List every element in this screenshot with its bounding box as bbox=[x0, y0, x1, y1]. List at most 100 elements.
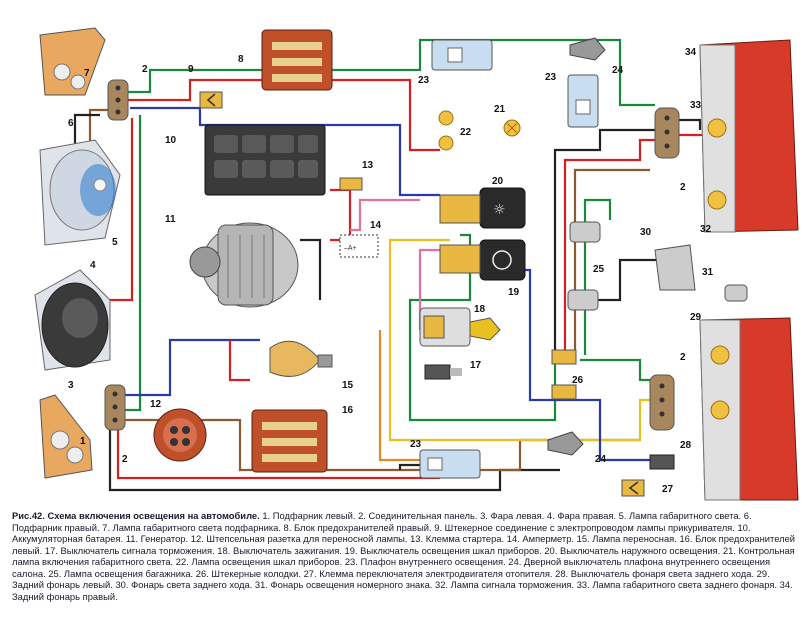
label-21: 21 bbox=[494, 104, 506, 115]
dome-light-top bbox=[431, 39, 493, 71]
portable-lamp bbox=[269, 340, 333, 377]
label-31: 31 bbox=[702, 267, 714, 278]
label-2b: 2 bbox=[122, 454, 128, 465]
label-15: 15 bbox=[342, 380, 354, 391]
label-16: 16 bbox=[342, 405, 354, 416]
instrument-light-switch bbox=[439, 239, 526, 281]
door-switch-bottom bbox=[547, 431, 584, 456]
label-23b: 23 bbox=[545, 72, 557, 83]
dome-light-mid bbox=[567, 74, 599, 128]
wire-green-center bbox=[408, 233, 557, 422]
wire-pink-top bbox=[350, 198, 420, 232]
label-8: 8 bbox=[238, 54, 244, 65]
label-10: 10 bbox=[165, 135, 177, 146]
wire-bottom-lamp23 bbox=[398, 463, 420, 470]
label-14: 14 bbox=[370, 220, 382, 231]
wire-red-bottom bbox=[116, 425, 440, 480]
label-26: 26 bbox=[572, 375, 584, 386]
connection-panel-front-top bbox=[107, 79, 129, 121]
heater-switch-terminal bbox=[621, 479, 645, 497]
label-23a: 23 bbox=[418, 75, 430, 86]
fuse-block-right bbox=[261, 29, 333, 91]
door-switch-top bbox=[569, 37, 606, 61]
label-30: 30 bbox=[640, 227, 652, 238]
wire-green-left bbox=[110, 115, 142, 412]
label-3: 3 bbox=[68, 380, 74, 391]
reversing-light-switch bbox=[649, 454, 675, 470]
label-22: 22 bbox=[460, 127, 472, 138]
label-25: 25 bbox=[593, 264, 605, 275]
label-9: 9 bbox=[188, 64, 194, 75]
label-4: 4 bbox=[90, 260, 96, 271]
license-plate-lamp bbox=[724, 284, 748, 302]
wires bbox=[60, 38, 712, 492]
wire-blue-center bbox=[505, 268, 660, 462]
ammeter: –A+ bbox=[339, 234, 379, 258]
label-23c: 23 bbox=[410, 439, 422, 450]
wire-pink-center bbox=[418, 248, 445, 330]
figure-caption: Рис.42. Схема включения освещения на авт… bbox=[12, 510, 800, 632]
wire-yellow-center bbox=[388, 238, 660, 442]
label-2d: 2 bbox=[680, 352, 686, 363]
label-19: 19 bbox=[508, 287, 520, 298]
label-28: 28 bbox=[680, 440, 692, 451]
dome-light-bottom bbox=[419, 449, 481, 479]
trunk-lamp-top bbox=[569, 221, 601, 243]
wire-green-top bbox=[120, 38, 655, 107]
wire-black-right2 bbox=[590, 258, 660, 302]
label-11: 11 bbox=[165, 214, 176, 225]
wire-black-right bbox=[553, 128, 660, 355]
label-29: 29 bbox=[690, 312, 702, 323]
trunk-lamp-bottom bbox=[567, 289, 599, 311]
caption-title: Рис.42. Схема включения освещения на авт… bbox=[12, 510, 260, 521]
ignition-switch bbox=[419, 307, 501, 347]
label-6: 6 bbox=[68, 118, 74, 129]
reversing-lamp bbox=[654, 244, 696, 291]
label-33: 33 bbox=[690, 100, 702, 111]
label-24b: 24 bbox=[595, 454, 607, 465]
generator bbox=[189, 222, 299, 308]
starter-terminal bbox=[339, 177, 363, 191]
wire-blue-left bbox=[125, 338, 260, 397]
wire-red-battery bbox=[330, 188, 352, 242]
plug-blocks bbox=[551, 349, 577, 400]
wire-green-mid bbox=[580, 358, 660, 382]
brake-light-switch bbox=[424, 364, 462, 380]
sidelight-right bbox=[39, 27, 106, 96]
caption-legend: 1. Подфарник левый. 2. Соединительная па… bbox=[12, 510, 796, 602]
label-12: 12 bbox=[150, 399, 162, 410]
tail-light-left bbox=[699, 317, 799, 501]
label-17: 17 bbox=[470, 360, 482, 371]
portable-lamp-socket bbox=[153, 408, 207, 462]
label-5: 5 bbox=[112, 237, 118, 248]
battery bbox=[204, 124, 326, 196]
headlight-left bbox=[34, 269, 111, 371]
label-34: 34 bbox=[685, 47, 697, 58]
wire-red-gen bbox=[228, 340, 250, 382]
parking-light-indicator-lamp bbox=[503, 119, 521, 137]
label-13: 13 bbox=[362, 160, 374, 171]
svg-text:☼: ☼ bbox=[493, 202, 506, 218]
wire-brown-right bbox=[573, 168, 650, 355]
label-7: 7 bbox=[84, 68, 90, 79]
wire-red-right bbox=[563, 138, 660, 355]
label-2a: 2 bbox=[142, 64, 148, 75]
headlight-right bbox=[39, 139, 121, 246]
wiring-diagram: –A+ ☼ bbox=[34, 27, 799, 501]
instrument-lamps bbox=[438, 110, 454, 151]
label-2c: 2 bbox=[680, 182, 686, 193]
wire-green-right bbox=[583, 198, 612, 355]
exterior-light-switch: ☼ bbox=[439, 187, 526, 229]
callout-labels: 1 2 2 2 2 3 4 5 6 7 8 9 10 11 12 13 14 1… bbox=[68, 47, 714, 495]
connection-panel-front-bottom bbox=[104, 384, 126, 431]
label-27: 27 bbox=[662, 484, 674, 495]
wire-black-gen bbox=[300, 238, 322, 300]
label-32: 32 bbox=[700, 224, 712, 235]
label-20: 20 bbox=[492, 176, 504, 187]
sidelight-left bbox=[39, 394, 93, 479]
connection-panel-rear-top bbox=[654, 107, 680, 159]
cigarette-lighter-connector bbox=[199, 91, 223, 109]
label-1: 1 bbox=[80, 436, 86, 447]
label-24a: 24 bbox=[612, 65, 624, 76]
svg-text:–A+: –A+ bbox=[344, 245, 357, 252]
